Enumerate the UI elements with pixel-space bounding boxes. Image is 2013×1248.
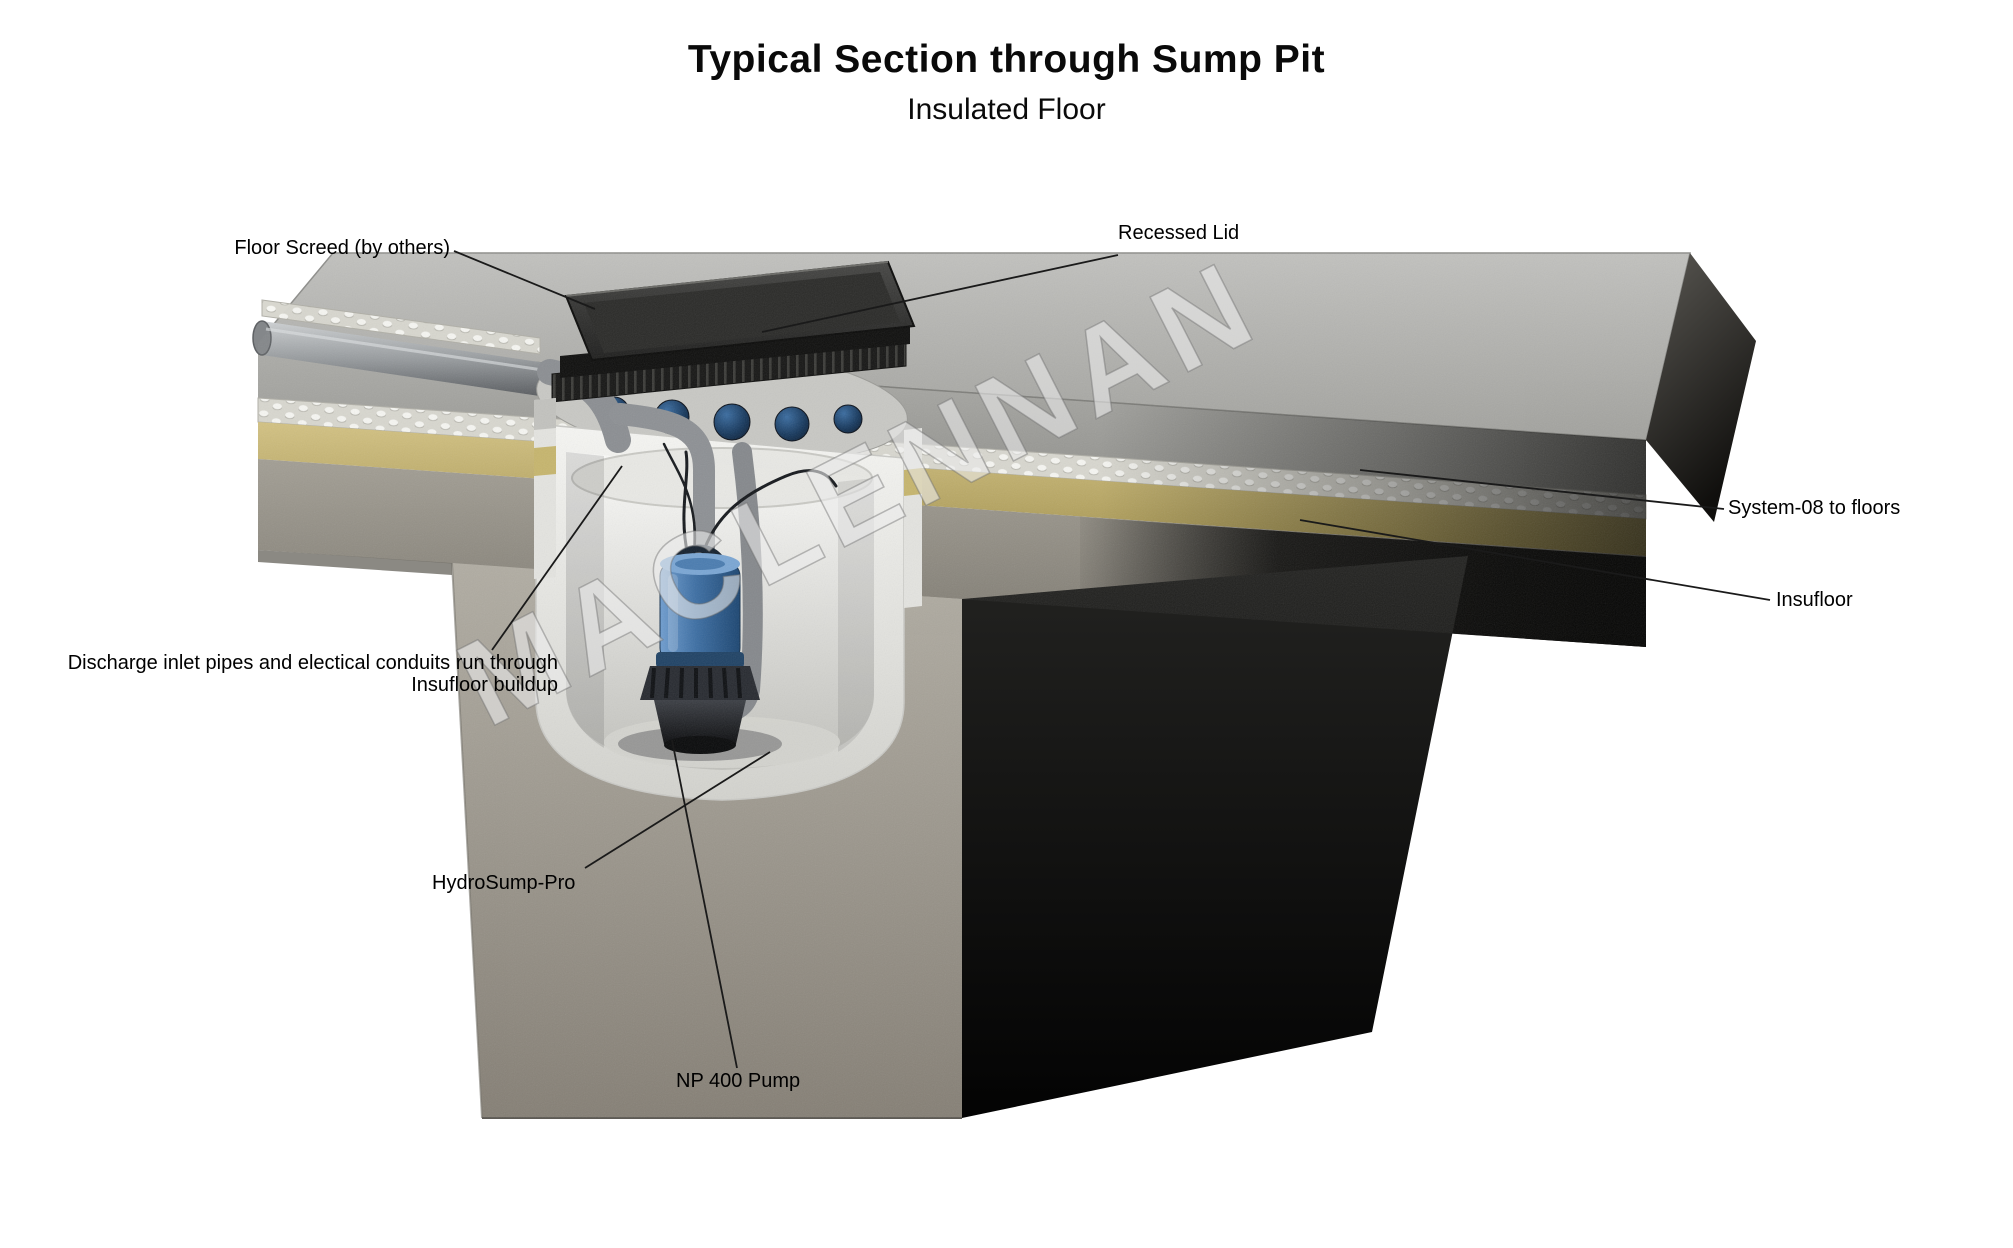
leader-floor-screed	[453, 250, 596, 310]
label-insufloor: Insufloor	[1776, 589, 1853, 611]
leader-lines	[453, 250, 1771, 1069]
slab-right-end-face	[1646, 253, 1756, 522]
shadow-region	[962, 556, 1468, 1118]
leader-insufloor	[1299, 519, 1771, 601]
label-floor-screed: Floor Screed (by others)	[234, 237, 450, 259]
label-np400: NP 400 Pump	[676, 1070, 801, 1092]
leader-recessed-lid	[761, 254, 1119, 333]
label-recessed-lid: Recessed Lid	[1118, 222, 1240, 244]
leader-hydrosump	[584, 751, 771, 869]
label-discharge: Discharge inlet pipes and electical cond…	[68, 652, 558, 696]
leader-discharge	[491, 465, 623, 651]
slab-underside-shadow-left	[258, 550, 452, 575]
label-discharge-line1: Discharge inlet pipes and electical cond…	[67, 652, 558, 674]
leader-system08	[1359, 469, 1725, 510]
page-subtitle: Insulated Floor	[907, 93, 1106, 126]
leader-np400	[671, 739, 738, 1069]
page-title: Typical Section through Sump Pit	[687, 38, 1326, 81]
label-hydrosump: HydroSump-Pro	[432, 872, 576, 894]
label-system08: System-08 to floors	[1728, 497, 1901, 519]
label-discharge-line2: Insufloor buildup	[411, 674, 558, 696]
